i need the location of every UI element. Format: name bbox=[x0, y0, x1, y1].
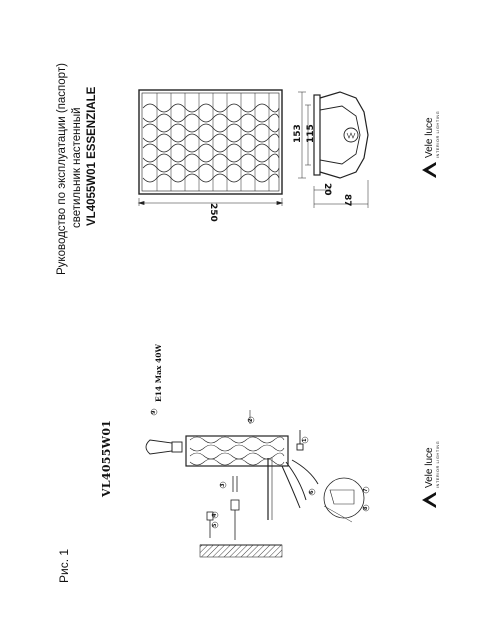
callout-label-8: 8 bbox=[363, 506, 369, 510]
vele-luce-logo-icon-top bbox=[422, 162, 436, 178]
front-view-drawing bbox=[137, 89, 284, 206]
dim-offset-20: 20 bbox=[322, 183, 332, 196]
callout-8 bbox=[362, 504, 370, 512]
dim-height-153: 153 bbox=[293, 124, 303, 143]
callout-5 bbox=[211, 521, 219, 529]
callout-label-5: 5 bbox=[212, 523, 218, 527]
callout-3 bbox=[219, 481, 227, 489]
callout-label-2: 2 bbox=[248, 418, 254, 422]
callout-7 bbox=[362, 486, 370, 494]
callout-label-3: 3 bbox=[220, 483, 226, 487]
callout-6 bbox=[308, 488, 316, 496]
logo-name-top: Vele luce bbox=[424, 117, 435, 158]
logo-name-bottom: Vele luce bbox=[424, 447, 435, 488]
vele-luce-logo-icon-bottom bbox=[422, 492, 436, 508]
logo-tagline-top: INTERIOR LIGHTING bbox=[436, 110, 440, 158]
assembly-drawing bbox=[145, 410, 365, 558]
callout-label-9: 9 bbox=[151, 410, 157, 414]
dim-inner-115: 115 bbox=[306, 124, 316, 143]
callout-9 bbox=[150, 408, 158, 416]
callout-label-4: 4 bbox=[212, 513, 218, 517]
callout-4 bbox=[211, 511, 219, 519]
callout-label-6: 6 bbox=[309, 490, 315, 494]
callout-1 bbox=[301, 436, 309, 444]
callout-2 bbox=[247, 416, 255, 424]
logo-tagline-bottom: INTERIOR LIGHTING bbox=[436, 440, 440, 488]
dim-depth-87: 87 bbox=[342, 194, 352, 207]
side-view-drawing bbox=[298, 91, 369, 208]
dim-width-250: 250 bbox=[208, 203, 218, 222]
callout-label-7: 7 bbox=[363, 488, 369, 492]
callout-label-1: 1 bbox=[302, 438, 308, 442]
